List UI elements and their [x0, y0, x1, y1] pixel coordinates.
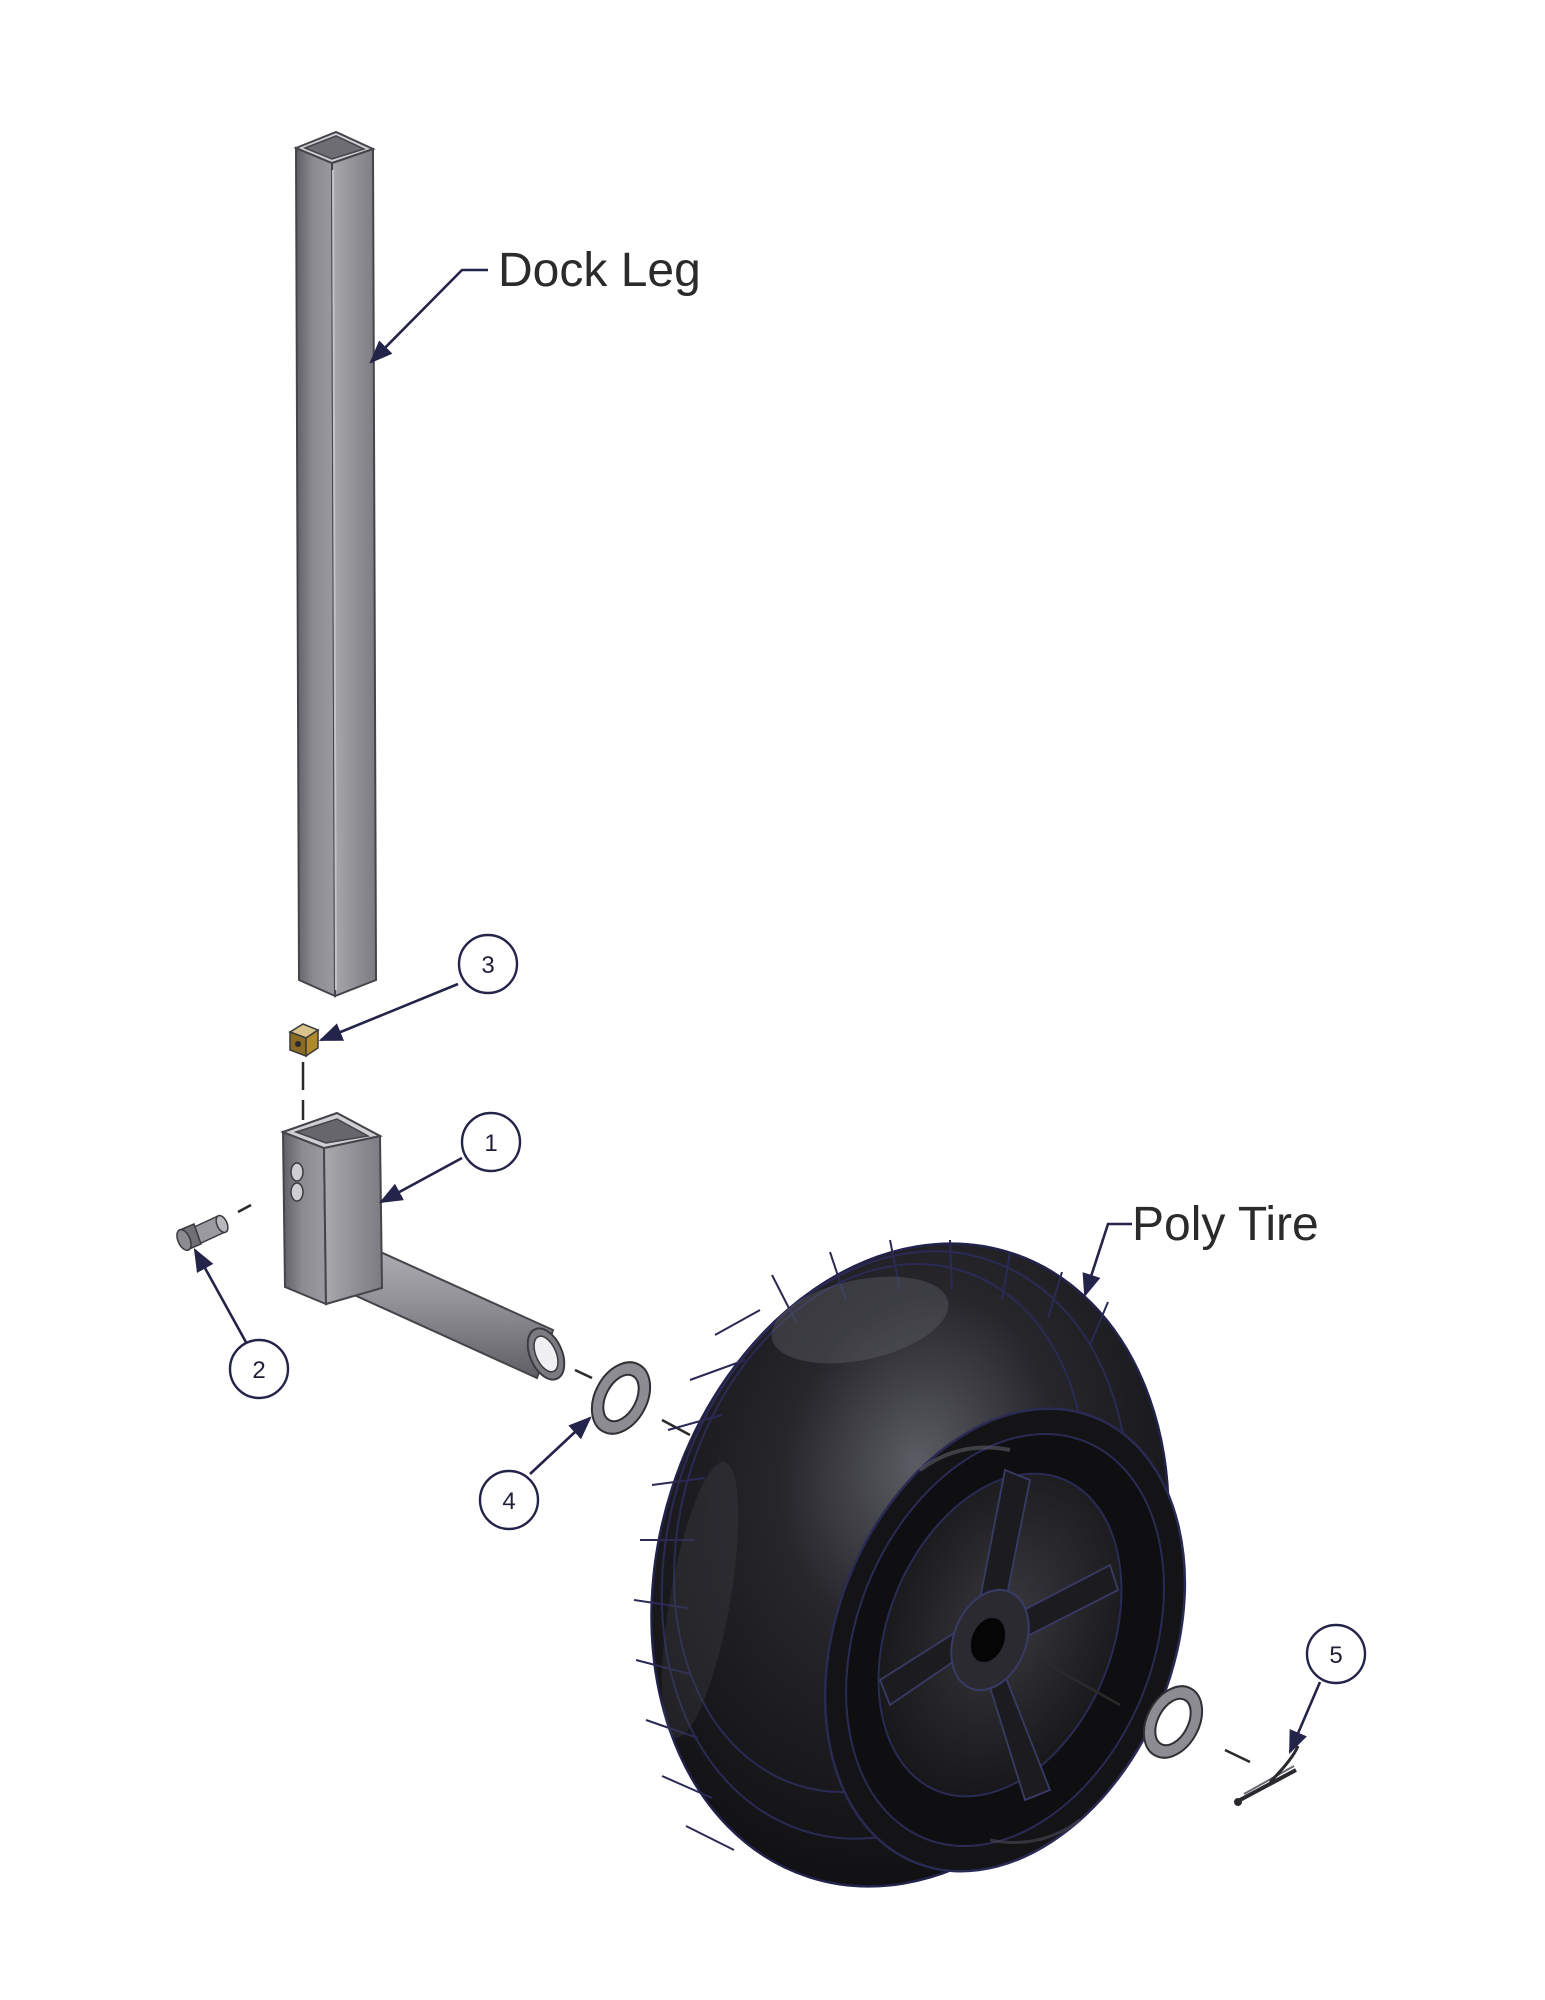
part-1-socket-bracket [280, 1111, 566, 1381]
dock-leg-tube [293, 130, 378, 998]
part-1-leader [378, 1156, 463, 1204]
balloon-2: 2 [228, 1338, 290, 1400]
poly-tire-label: Poly Tire [1132, 1198, 1319, 1251]
part-4-leader [529, 1416, 592, 1475]
balloon-3-number: 3 [481, 952, 494, 979]
part-2-bolt [176, 1214, 229, 1252]
part-2-leader [193, 1247, 249, 1345]
part-3-leader [318, 982, 459, 1042]
part-5-leader [1288, 1681, 1322, 1755]
balloon-5-number: 5 [1329, 1642, 1342, 1669]
balloon-2-number: 2 [252, 1357, 265, 1384]
axle-centerline [1039, 1658, 1121, 1707]
dock-leg-label: Dock Leg [498, 244, 701, 297]
balloon-1: 1 [460, 1111, 522, 1173]
balloon-5: 5 [1305, 1623, 1367, 1685]
part-5-cotter-pin [1234, 1745, 1300, 1806]
dock-leg-leader [369, 268, 488, 364]
balloon-3: 3 [457, 933, 519, 995]
axle-centerline [574, 1368, 593, 1380]
part-3-square-nut [288, 1023, 320, 1058]
balloon-4-number: 4 [502, 1488, 515, 1515]
rear-washer [1142, 1685, 1204, 1759]
part-4-washer [590, 1361, 652, 1435]
poly-tire-leader [1082, 1222, 1132, 1298]
axle-centerline [1224, 1748, 1251, 1764]
poly-tire [633, 1239, 1187, 1888]
balloon-1-number: 1 [484, 1130, 497, 1157]
bolt-centerline [237, 1203, 252, 1214]
balloon-4: 4 [478, 1469, 540, 1531]
